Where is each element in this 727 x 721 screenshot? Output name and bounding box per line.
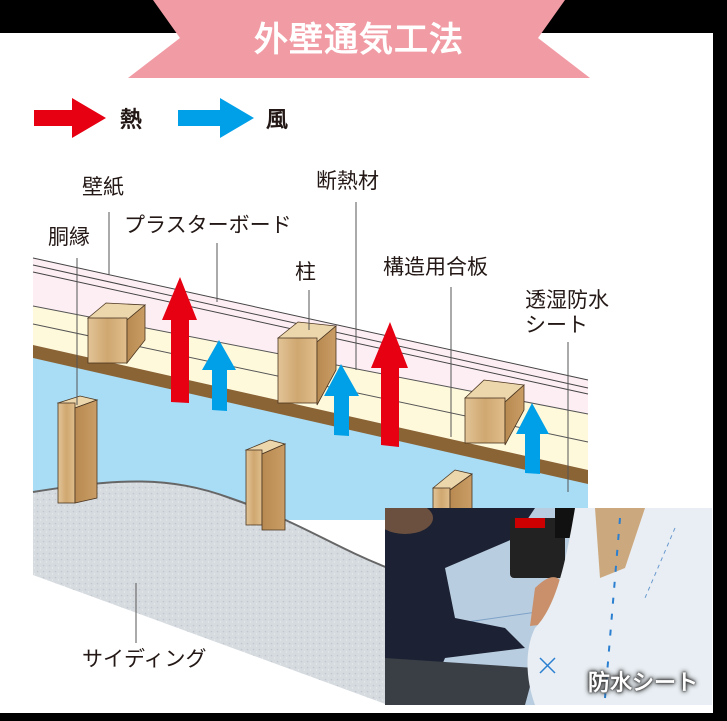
label-furring-strip: 胴縁: [48, 225, 90, 249]
legend-item-wind: 風: [178, 98, 298, 138]
heat-arrow-icon: [162, 277, 197, 403]
photo-illustration: [385, 508, 712, 705]
post: [276, 321, 337, 406]
page-title: 外壁通気工法: [254, 20, 464, 60]
photo-caption: 防水シート: [587, 671, 698, 696]
legend-label-heat: 熱: [120, 108, 143, 133]
heat-arrow-icon: [371, 322, 408, 447]
label-plasterboard: プラスターボード: [124, 213, 292, 237]
label-wallpaper: 壁紙: [82, 175, 124, 199]
label-structural-plywood: 構造用合板: [383, 255, 488, 279]
wind-arrow-icon: [516, 403, 549, 474]
label-breathable-membrane-line1: 透湿防水: [525, 288, 609, 312]
wind-arrow-icon: [202, 340, 236, 411]
furring-strip: [432, 469, 473, 511]
label-breathable-membrane-line2: シート: [525, 313, 588, 337]
post: [86, 302, 147, 365]
label-post: 柱: [295, 260, 316, 284]
legend-label-wind: 風: [266, 108, 289, 133]
waterproof-sheet-photo: 防水シート: [385, 508, 712, 705]
label-insulation: 断熱材: [316, 169, 379, 193]
post: [464, 379, 525, 446]
red-arrow-icon: [34, 98, 106, 138]
furring-strip: [56, 395, 99, 504]
siding-panel: [33, 481, 388, 705]
legend-item-heat: 熱: [34, 98, 154, 138]
background-band-right: [713, 0, 727, 721]
label-siding: サイディング: [82, 647, 207, 671]
background-band-bottom: [0, 713, 727, 721]
title-banner: [128, 0, 590, 78]
wind-arrow-icon: [324, 364, 359, 436]
blue-arrow-icon: [178, 98, 254, 138]
furring-strip: [244, 439, 287, 531]
